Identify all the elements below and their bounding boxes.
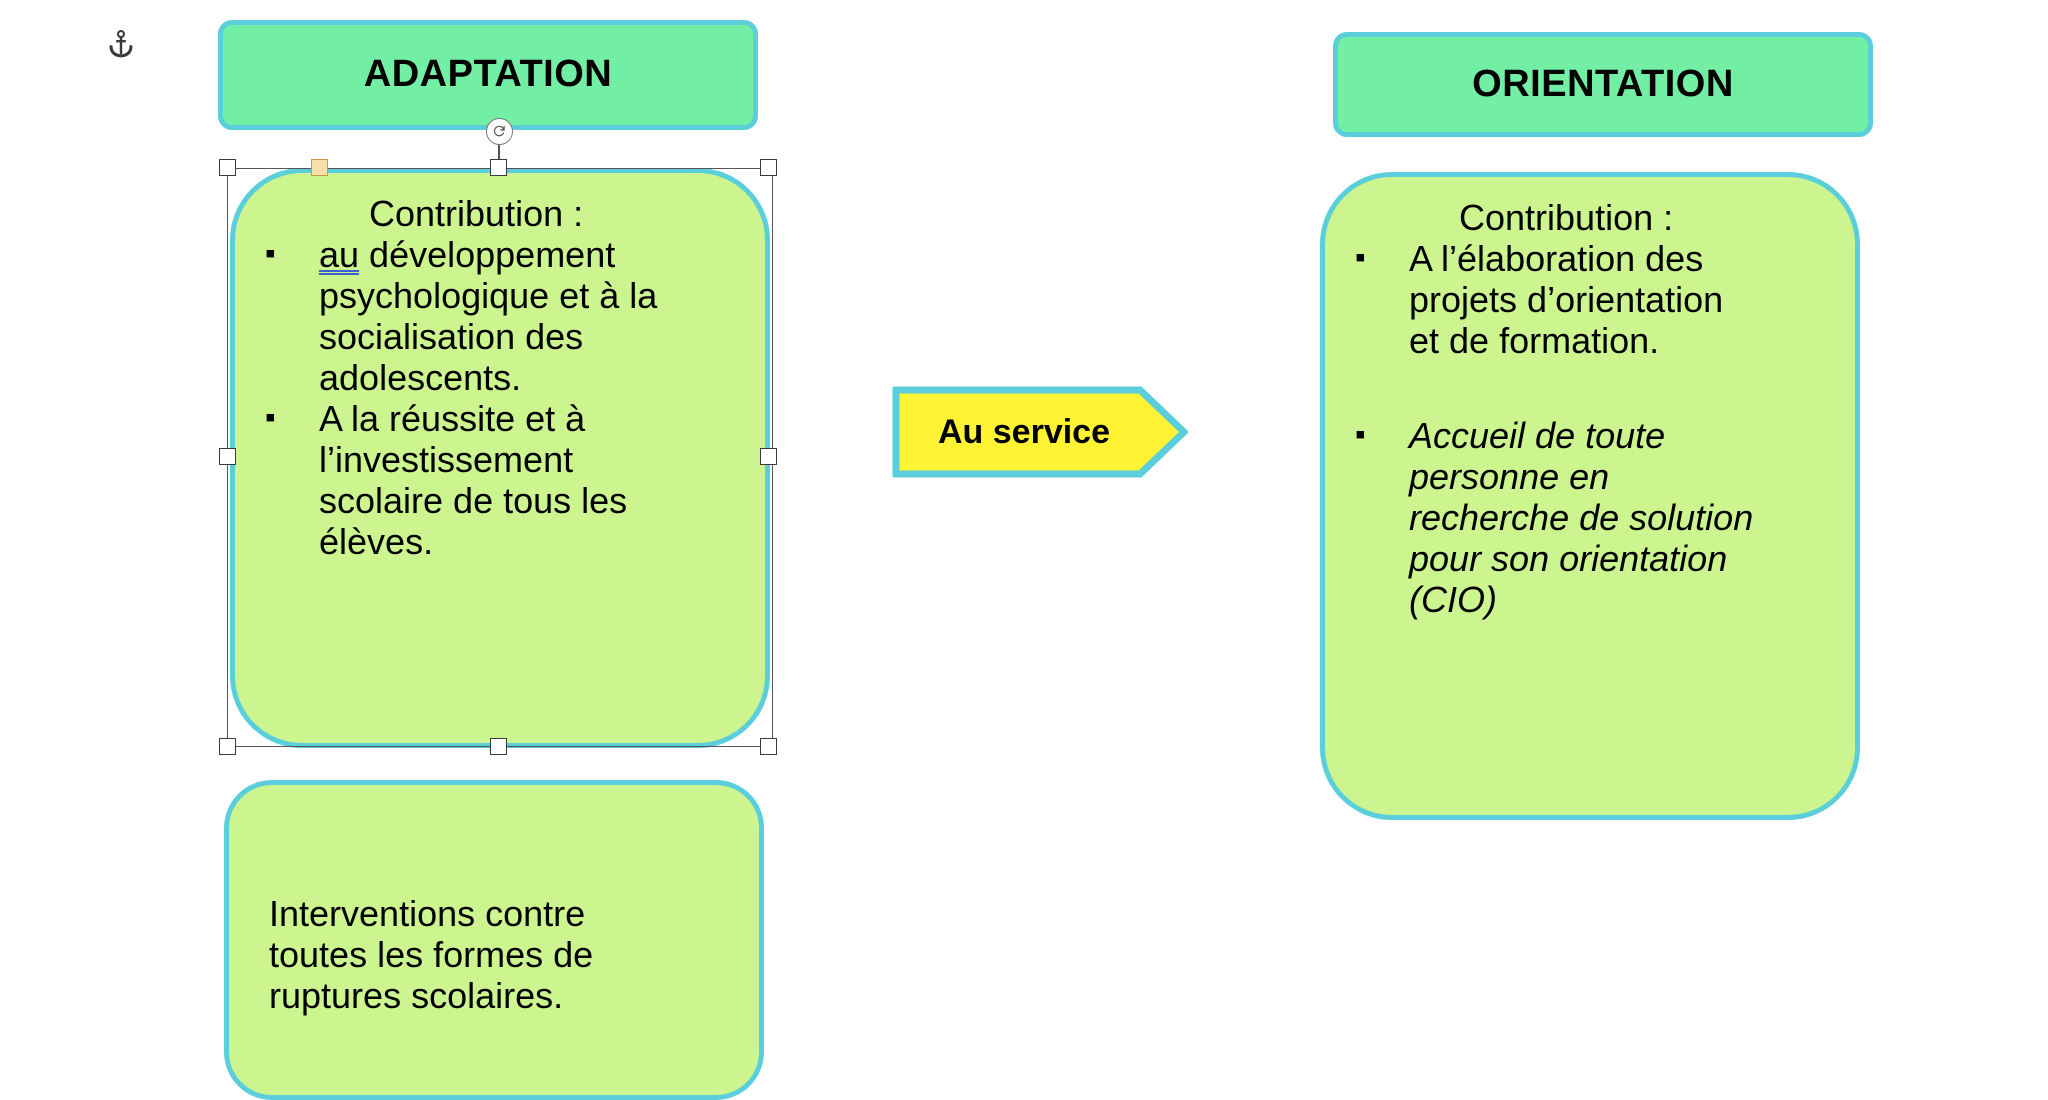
right-body-lead: Contribution : (1459, 197, 1674, 238)
bullet-marker: ▪ (1355, 241, 1366, 275)
bullet-text-rest: développement psychologique et à la soci… (319, 234, 658, 399)
list-item: ▪ au développement psychologique et à la… (265, 234, 745, 398)
list-item: ▪ Accueil de toute personne en recherche… (1355, 415, 1845, 620)
rotate-icon[interactable] (486, 118, 513, 145)
left-body-lead: Contribution : (369, 193, 584, 234)
bullet-marker: ▪ (265, 237, 276, 271)
handle-bottom-center[interactable] (490, 738, 507, 755)
handle-middle-right[interactable] (760, 448, 777, 465)
bullet-text: A l’élaboration des projets d’orientatio… (1409, 238, 1724, 362)
header-box-adaptation[interactable]: ADAPTATION (218, 20, 758, 130)
spellchecked-word: au (319, 234, 360, 276)
right-body-box[interactable]: Contribution : ▪ A l’élaboration des pro… (1320, 172, 1860, 820)
arrow-callout-au-service[interactable]: Au service (892, 386, 1190, 478)
right-body-bullet-list: ▪ A l’élaboration des projets d’orientat… (1355, 238, 1845, 620)
left-body-box[interactable]: Contribution : ▪ au développement psycho… (230, 168, 770, 748)
anchor-icon[interactable] (104, 28, 138, 62)
header-box-orientation[interactable]: ORIENTATION (1333, 32, 1873, 137)
handle-adjust-corner-radius[interactable] (311, 159, 328, 176)
selection-frame (227, 168, 773, 747)
handle-middle-left[interactable] (219, 448, 236, 465)
bullet-marker: ▪ (265, 401, 276, 435)
handle-bottom-left[interactable] (219, 738, 236, 755)
bullet-text: au développement psychologique et à la s… (319, 234, 745, 398)
left-body-bullet-list: ▪ au développement psychologique et à la… (265, 234, 745, 562)
bullet-text: A la réussite et à l’investissement scol… (319, 398, 628, 563)
header-label-adaptation: ADAPTATION (363, 53, 613, 96)
bullet-marker: ▪ (1355, 418, 1366, 452)
left-second-body-box[interactable]: Interventions contre toutes les formes d… (224, 780, 764, 1100)
list-item: ▪ A la réussite et à l’investissement sc… (265, 398, 745, 562)
list-spacer (1355, 361, 1845, 415)
handle-bottom-right[interactable] (760, 738, 777, 755)
left-second-body-text: Interventions contre toutes les formes d… (269, 893, 594, 1017)
rotate-stem (498, 133, 500, 169)
handle-top-right[interactable] (760, 159, 777, 176)
arrow-shape (892, 386, 1190, 478)
header-label-orientation: ORIENTATION (1472, 62, 1734, 105)
bullet-text: Accueil de toute personne en recherche d… (1409, 415, 1754, 621)
handle-top-left[interactable] (219, 159, 236, 176)
list-item: ▪ A l’élaboration des projets d’orientat… (1355, 238, 1845, 361)
handle-top-center[interactable] (490, 159, 507, 176)
